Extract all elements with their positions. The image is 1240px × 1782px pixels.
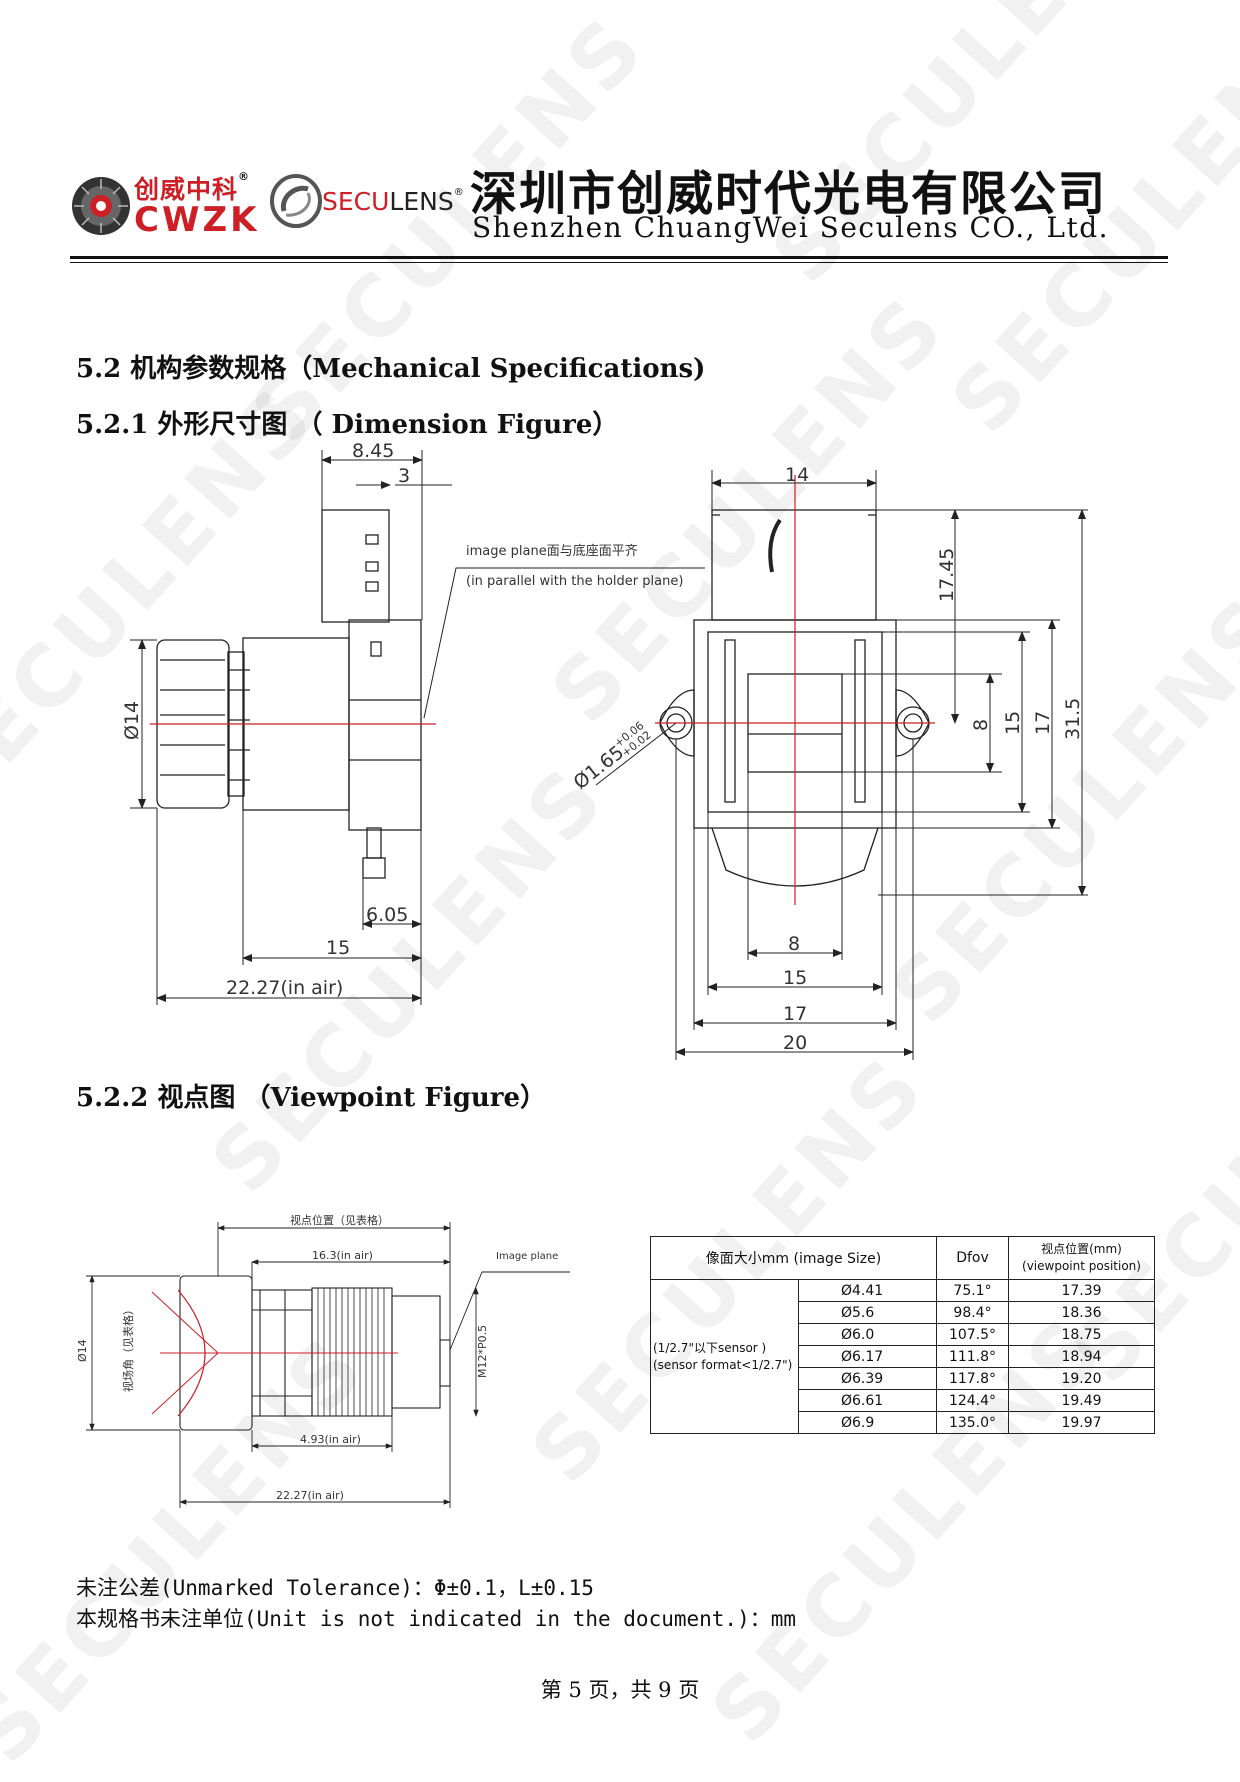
dim-label: 14 bbox=[785, 464, 809, 486]
dim-label: 31.5 bbox=[1062, 698, 1084, 740]
company-name-cn: 深圳市创威时代光电有限公司 bbox=[470, 167, 1107, 222]
header-rule-thin bbox=[70, 262, 1168, 263]
section-heading-52: 5.2 机构参数规格（Mechanical Specifications) bbox=[76, 354, 706, 384]
company-name-en: Shenzhen ChuangWei Seculens CO., Ltd. bbox=[472, 211, 1110, 244]
dim-label: 15 bbox=[783, 967, 807, 989]
cwzk-logo-en: CWZK bbox=[134, 200, 260, 240]
dim-label: 6.05 bbox=[366, 904, 408, 926]
sensor-format-cell: (1/2.7"以下sensor ) (sensor format<1/2.7") bbox=[650, 1279, 799, 1434]
table-header-viewpoint: 视点位置(mm) (viewpoint position) bbox=[1008, 1236, 1155, 1280]
dim-label: 17 bbox=[1032, 711, 1054, 735]
thread-label: M12*P0.5 bbox=[476, 1325, 489, 1378]
front-view-dimensions bbox=[595, 470, 1088, 1060]
cwzk-logo-cn: 创威中科® bbox=[134, 170, 251, 204]
tolerance-note: 未注公差(Unmarked Tolerance)：Φ±0.1，L±0.15 bbox=[76, 1576, 594, 1600]
dim-label: 17.45 bbox=[936, 548, 958, 602]
fov-rays bbox=[151, 1291, 398, 1415]
section-heading-522: 5.2.2 视点图 （Viewpoint Figure） bbox=[76, 1083, 547, 1113]
dim-label: 22.27(in air) bbox=[276, 1489, 344, 1502]
image-plane-note-en: (in parallel with the holder plane) bbox=[466, 574, 683, 589]
viewpoint-thread bbox=[317, 1288, 385, 1416]
dim-label: 17 bbox=[783, 1003, 807, 1025]
dim-label: 8 bbox=[970, 719, 992, 731]
table-row: (1/2.7"以下sensor ) (sensor format<1/2.7")… bbox=[650, 1279, 1155, 1434]
hole-dimension: Ø1.65 +0.06 +0.02 bbox=[570, 719, 654, 794]
side-view-dimensions bbox=[130, 450, 705, 1005]
fov-label: 视场角（见表格） bbox=[121, 1304, 135, 1392]
seculens-logo-icon bbox=[270, 174, 322, 228]
side-view-labels: 8.45 3 Ø14 6.05 15 22.27(in air) image p… bbox=[121, 440, 683, 999]
header-rule bbox=[70, 256, 1168, 259]
viewpoint-spec-table: 像面大小mm (image Size) Dfov 视点位置(mm) (viewp… bbox=[650, 1236, 1155, 1434]
front-view-axes bbox=[655, 475, 935, 905]
viewpoint-figure: 视点位置（见表格） 16.3(in air) Image plane Ø14 视… bbox=[76, 1213, 570, 1508]
viewpoint-position-label: 视点位置（见表格） bbox=[290, 1213, 389, 1227]
side-view-outline bbox=[156, 509, 422, 879]
dim-label: 16.3(in air) bbox=[312, 1249, 373, 1262]
dim-label: Ø14 bbox=[76, 1339, 89, 1362]
page-number: 第 5 页，共 9 页 bbox=[540, 1678, 700, 1702]
viewpoint-dimensions bbox=[86, 1222, 570, 1508]
dim-label: 4.93(in air) bbox=[300, 1433, 361, 1446]
dim-label: 8.45 bbox=[352, 440, 394, 462]
dim-label: 15 bbox=[1002, 711, 1024, 735]
dim-label: 15 bbox=[326, 937, 350, 959]
viewpoint-labels: 视点位置（见表格） 16.3(in air) Image plane Ø14 视… bbox=[76, 1213, 558, 1502]
unit-note: 本规格书未注单位(Unit is not indicated in the do… bbox=[76, 1607, 797, 1631]
section-heading-521: 5.2.1 外形尺寸图 （ Dimension Figure） bbox=[76, 410, 619, 440]
dim-label: 20 bbox=[783, 1032, 807, 1054]
dimension-figure: 8.45 3 Ø14 6.05 15 22.27(in air) image p… bbox=[121, 440, 1088, 1060]
dim-label: 8 bbox=[788, 933, 800, 955]
table-row: Ø6.9 135.0° 19.97 bbox=[651, 1411, 1155, 1434]
seculens-logo-text: SECULENS® bbox=[322, 187, 464, 216]
dim-label: Ø14 bbox=[121, 701, 143, 740]
table-header-row: 像面大小mm (image Size) Dfov 视点位置(mm) (viewp… bbox=[650, 1236, 1155, 1280]
table-row: Ø6.39 117.8° 19.20 bbox=[651, 1367, 1155, 1390]
dim-label: 22.27(in air) bbox=[226, 977, 343, 999]
dim-label: 3 bbox=[398, 465, 410, 487]
image-plane-note: image plane面与底座面平齐 bbox=[466, 543, 638, 559]
image-plane-label: Image plane bbox=[496, 1251, 558, 1262]
table-header-dfov: Dfov bbox=[936, 1236, 1009, 1280]
table-row: Ø6.61 124.4° 19.49 bbox=[651, 1389, 1155, 1412]
cwzk-logo-icon bbox=[72, 177, 130, 235]
table-header-size: 像面大小mm (image Size) bbox=[650, 1236, 937, 1280]
front-view-labels: 14 17.45 Ø1.65 +0.06 +0.02 8 15 17 31.5 … bbox=[570, 464, 1084, 1054]
